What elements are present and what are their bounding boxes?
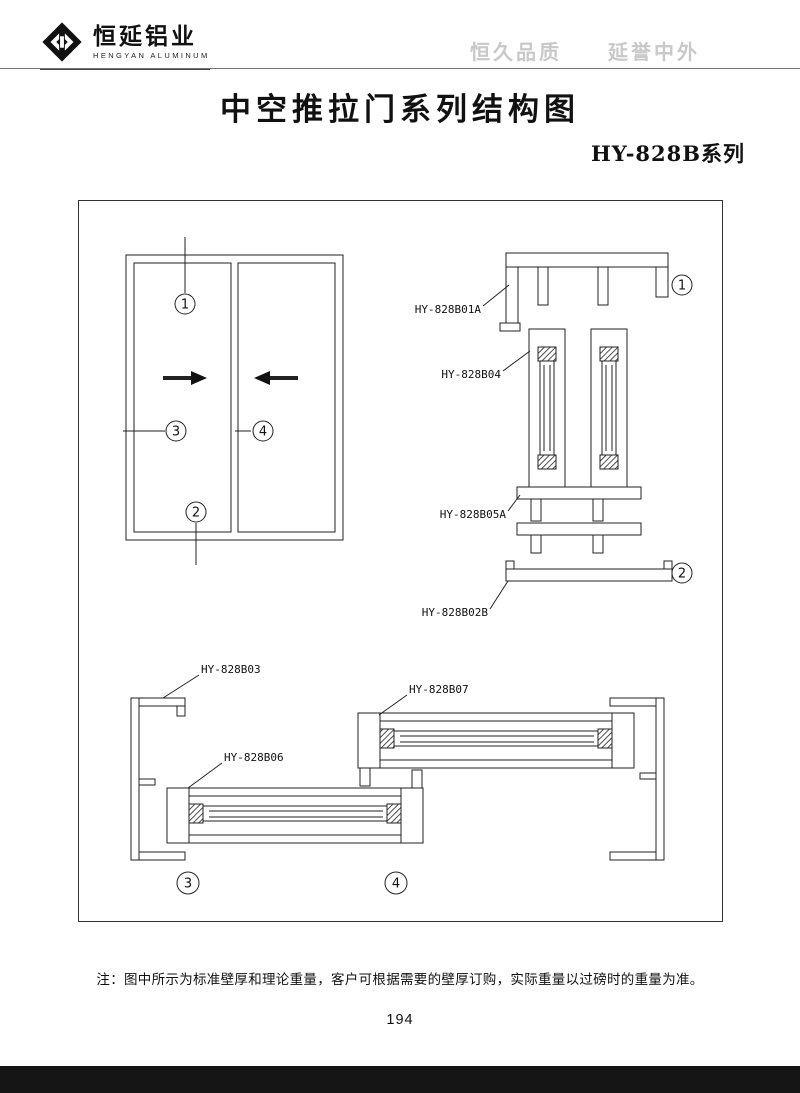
drawing-area: 1 2 3 4 — [77, 200, 723, 922]
label-sash: HY-828B04 — [441, 368, 501, 381]
profile-mid-rail — [516, 486, 641, 554]
horizontal-section: HY-828B03 HY-828B07 HY-828B06 3 4 — [130, 663, 664, 895]
footnote: 注：图中所示为标准壁厚和理论重量，客户可根据需要的壁厚订购，实际重量以过磅时的重… — [96, 972, 704, 987]
callout-circle-2 — [185, 501, 206, 523]
callout-1: 1 — [180, 298, 188, 313]
company-name: 恒延铝业 — [93, 22, 197, 49]
profile-upper-sash — [357, 712, 634, 769]
series-name: HY-828B系列 — [590, 141, 745, 166]
slogan-right: 延誉中外 — [608, 42, 700, 64]
profile-bottom-sill — [505, 560, 672, 582]
callout-circle-vs-2 — [671, 562, 692, 584]
callout-2: 2 — [191, 506, 199, 521]
callout-4: 4 — [258, 425, 266, 440]
callout-3: 3 — [171, 425, 179, 440]
label-top-frame: HY-828B01A — [414, 303, 481, 316]
callout-hs-3: 3 — [183, 877, 191, 892]
company-logo: 恒延铝业 HENGYAN ALUMINUM — [40, 20, 210, 70]
page-number: 194 — [386, 1012, 414, 1028]
elevation-diagram: 1 2 3 4 — [122, 237, 343, 565]
callout-hs-4: 4 — [391, 877, 399, 892]
label-upper-sash: HY-828B07 — [409, 683, 469, 696]
vertical-section: HY-828B01A HY-828B04 HY-828B05A HY-828B0… — [414, 252, 692, 619]
label-lower-sash: HY-828B06 — [224, 751, 284, 764]
meeting-stile-interlock — [359, 767, 422, 789]
profile-lower-sash — [166, 787, 423, 844]
footer-bar — [0, 1066, 800, 1093]
slide-direction-arrows — [162, 371, 298, 385]
callout-circle-hs-3 — [176, 871, 199, 895]
company-name-en: HENGYAN ALUMINUM — [93, 51, 210, 61]
page-header: 恒延铝业 HENGYAN ALUMINUM 恒久品质 延誉中外 — [0, 0, 800, 70]
callout-circle-1 — [174, 293, 195, 315]
slogan-left: 恒久品质 — [470, 42, 562, 64]
structure-drawing: 1 2 3 4 — [122, 237, 692, 895]
header-divider — [0, 68, 800, 69]
page-title: 中空推拉门系列结构图 — [220, 92, 580, 127]
label-mid-rail: HY-828B05A — [439, 508, 506, 521]
callout-circle-vs-1 — [671, 274, 692, 296]
profile-right-frame — [609, 697, 664, 861]
logo-text: 恒延铝业 HENGYAN ALUMINUM — [93, 22, 210, 61]
callout-circle-hs-4 — [384, 871, 407, 895]
logo-mark — [42, 22, 82, 62]
label-left-frame: HY-828B03 — [201, 663, 261, 676]
profile-sash-left — [528, 328, 565, 488]
slogan: 恒久品质 延誉中外 — [470, 36, 700, 65]
label-bottom-sill: HY-828B02B — [421, 606, 488, 619]
callout-circle-3 — [165, 420, 186, 442]
callout-circle-4 — [252, 420, 273, 442]
profile-top-frame — [499, 252, 668, 332]
callout-vs-2: 2 — [677, 567, 685, 582]
callout-vs-1: 1 — [677, 279, 685, 294]
profile-sash-right — [590, 328, 627, 488]
profile-left-frame — [130, 697, 185, 861]
